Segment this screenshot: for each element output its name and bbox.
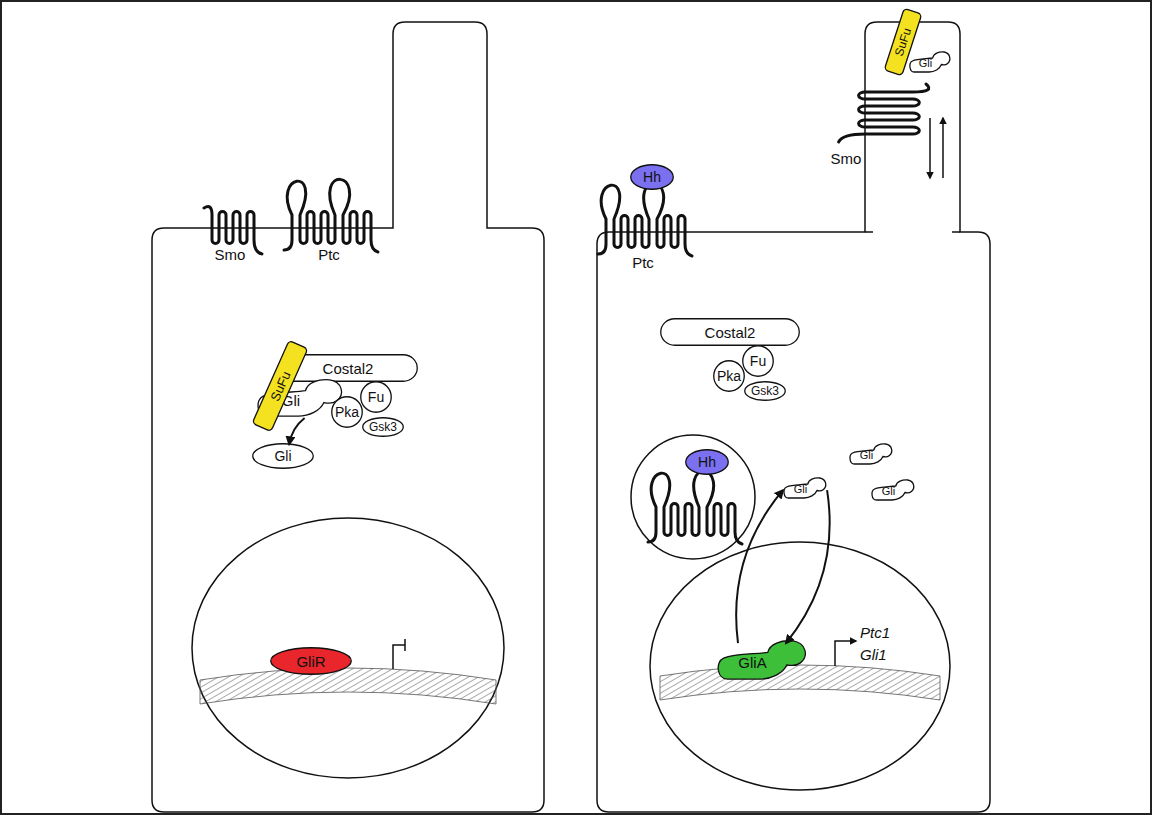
- node-outline: [253, 444, 314, 469]
- protein-name: GliA: [738, 655, 766, 670]
- nucleus: [650, 542, 950, 790]
- transport-arrow: [929, 118, 931, 178]
- node-outline: [714, 361, 745, 392]
- node-outline: [872, 480, 914, 500]
- protein-name: Gli: [274, 449, 291, 463]
- protein-ellipse: Fu: [360, 381, 392, 413]
- protein-shape: GliA: [714, 639, 810, 681]
- protein-ellipse: Gli: [252, 443, 314, 469]
- protein-name: Pka: [717, 369, 741, 383]
- protein-name: Gsk3: [751, 385, 779, 397]
- node-outline: [363, 418, 404, 437]
- translocation-arrow: [736, 490, 783, 643]
- node-outline: [252, 340, 308, 431]
- node-outline: [631, 165, 674, 190]
- receptor-name: Smo: [215, 247, 246, 262]
- cilium-base: [865, 231, 960, 233]
- protein-shape: Gli: [870, 479, 916, 501]
- node-outline: [784, 478, 826, 498]
- node-outline: [258, 380, 342, 417]
- node-outline: [279, 355, 418, 382]
- node-outline: [850, 444, 892, 464]
- protein-ellipse: Hh: [630, 164, 674, 190]
- cell-outline: [152, 22, 544, 812]
- protein-name: Costal2: [705, 325, 756, 340]
- node-outline: [910, 52, 950, 72]
- transcription-arrow: [835, 641, 856, 666]
- gene-name: Gli1: [860, 647, 887, 662]
- chromatin: [660, 665, 940, 700]
- protein-name: Fu: [750, 354, 766, 368]
- protein-box: Costal2: [660, 318, 800, 346]
- node-outline: [686, 450, 729, 475]
- protein-name: Hh: [643, 170, 661, 184]
- gene-name: Ptc1: [860, 625, 890, 640]
- protein-shape: Gli: [782, 477, 828, 499]
- node-outline: [745, 382, 786, 401]
- protein-ellipse: Gsk3: [362, 417, 404, 437]
- protein-ellipse: GliR: [270, 647, 352, 675]
- protein-name: Fu: [368, 390, 384, 404]
- node-outline: [743, 346, 774, 377]
- protein-name: Gli: [794, 484, 807, 495]
- vesicle: [631, 435, 755, 559]
- protein-name: Hh: [698, 455, 716, 469]
- protein-name: Gli: [882, 486, 895, 497]
- node-outline: [718, 641, 805, 679]
- transport-arrow: [942, 118, 944, 178]
- smo-receptor: [839, 84, 929, 142]
- protein-name: Pka: [335, 405, 359, 419]
- receptor-name: Ptc: [632, 255, 654, 270]
- protein-name: GliR: [296, 654, 325, 669]
- protein-ellipse: Hh: [685, 449, 729, 475]
- protein-ellipse: Fu: [742, 345, 774, 377]
- protein-name: Gli: [919, 58, 932, 69]
- protein-name: Costal2: [323, 361, 374, 376]
- node-outline: [332, 397, 363, 428]
- protein-ellipse: Pka: [713, 360, 745, 392]
- protein-shape: Gli: [848, 443, 894, 465]
- protein-name: Gli: [860, 450, 873, 461]
- receptor-name: Ptc: [318, 247, 340, 262]
- node-outline: [661, 319, 800, 346]
- protein-ellipse: Pka: [331, 396, 363, 428]
- translocation-arrow: [289, 418, 304, 444]
- nucleus: [192, 518, 504, 778]
- protein-name: Gsk3: [369, 421, 397, 433]
- repression-symbol: [393, 639, 405, 669]
- chromatin: [200, 668, 496, 704]
- protein-ellipse: Gsk3: [744, 381, 786, 401]
- node-outline: [271, 648, 352, 675]
- ptc-receptor: [284, 179, 378, 252]
- protein-shape: Gli: [908, 51, 952, 73]
- receptor-name: Smo: [831, 151, 862, 166]
- ptc-receptor: [648, 471, 742, 544]
- translocation-arrow: [786, 490, 830, 643]
- cell-outline: [597, 22, 990, 812]
- node-outline: [361, 382, 392, 413]
- ptc-receptor: [598, 183, 692, 256]
